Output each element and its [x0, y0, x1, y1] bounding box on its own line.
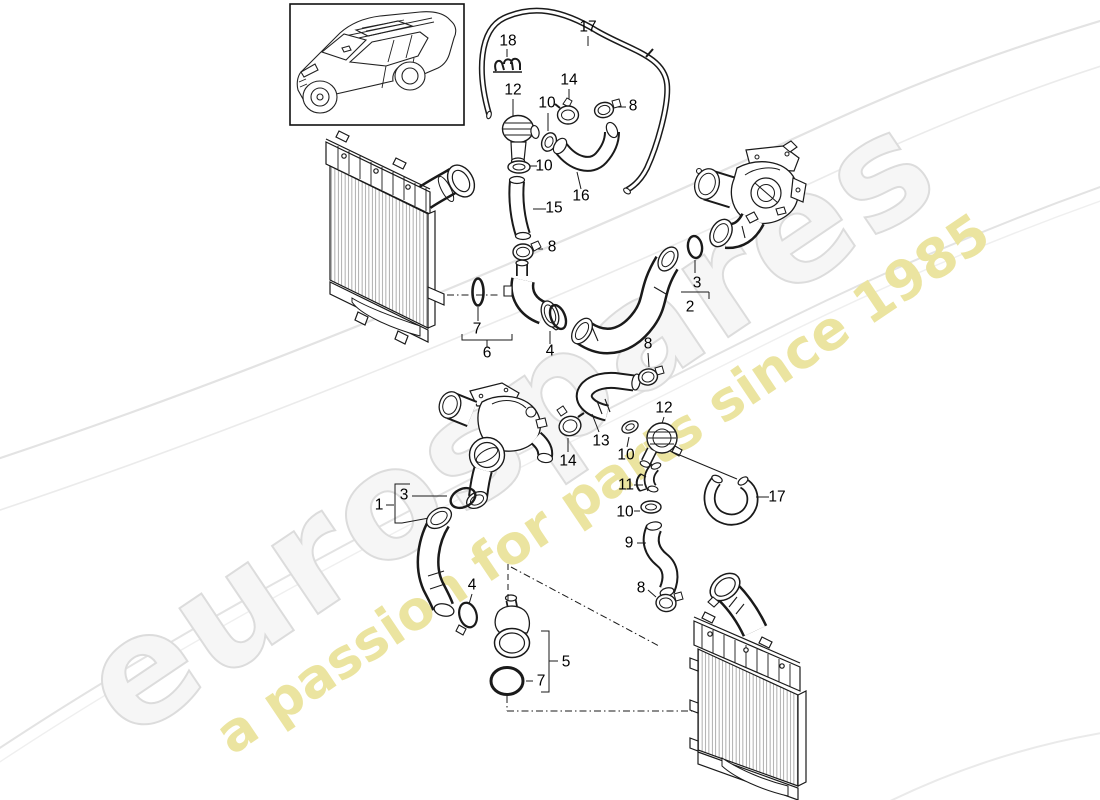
- diverter-valve-12-upper: [501, 99, 540, 165]
- car-thumbnail: [289, 3, 465, 126]
- elbow-connector-6: [503, 259, 560, 328]
- hose-16: [552, 121, 620, 190]
- clamp-ring-4-upper: [548, 303, 568, 344]
- assembly-dashed-lines: [506, 563, 697, 712]
- vacuum-hose-17-upper: [478, 7, 671, 195]
- intercooler-right: [689, 572, 807, 800]
- fitting-clip-11: [634, 462, 662, 493]
- washer-10-a: [540, 113, 558, 152]
- o-ring-7-upper: [461, 277, 513, 347]
- throttle-body-center: [438, 382, 554, 510]
- retaining-clip-18: [493, 49, 522, 73]
- washer-10-c: [621, 420, 639, 448]
- pipe-15: [508, 175, 546, 241]
- swoosh-curves: [0, 19, 1100, 800]
- o-ring-3-center: [386, 483, 477, 524]
- pressure-hose-2: [571, 246, 679, 355]
- washer-10-d: [634, 500, 662, 514]
- hose-clamp-8-d: [647, 589, 684, 613]
- intercooler-left: [325, 130, 476, 345]
- diverter-valve-12-center: [639, 416, 738, 480]
- hose-clamp-8-a: [593, 98, 626, 119]
- hose-clamp-14-upper: [554, 89, 580, 125]
- hose-clamp-8-c: [637, 352, 665, 386]
- o-ring-7-lower: [489, 666, 533, 696]
- throttle-body-top: [693, 140, 807, 250]
- washer-10-b: [507, 160, 537, 174]
- connector-5: [493, 594, 558, 693]
- o-ring-3-upper: [681, 234, 710, 299]
- hose-9: [637, 521, 679, 597]
- hose-clamp-14-center: [556, 405, 585, 452]
- vacuum-hose-17-lower: [703, 474, 769, 526]
- pressure-pipe-1: [416, 506, 455, 617]
- clamp-ring-4-lower: [455, 593, 478, 636]
